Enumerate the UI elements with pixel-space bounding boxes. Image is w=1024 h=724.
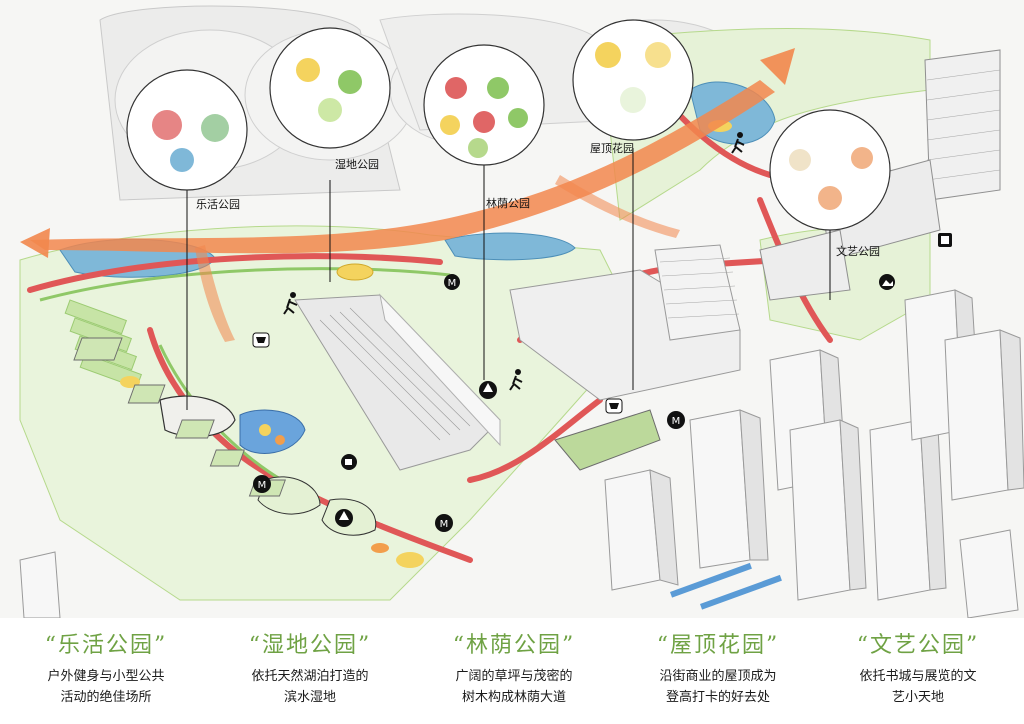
- caption-line: 户外健身与小型公共: [47, 669, 165, 684]
- callout-label-shidi: 湿地公园: [335, 158, 379, 171]
- callout-label-wenyi: 文艺公园: [836, 245, 880, 258]
- flow-arrow: [20, 48, 795, 342]
- caption-title: “文艺公园”: [856, 633, 980, 658]
- caption-shidi: “湿地公园” 依托天然湖泊打造的 滨水湿地: [208, 632, 412, 708]
- caption-title: “乐活公园”: [44, 633, 168, 658]
- gallery-icon: [879, 274, 895, 290]
- caption-strip: “乐活公园” 户外健身与小型公共 活动的绝佳场所 “湿地公园” 依托天然湖泊打造…: [0, 618, 1024, 724]
- callout-leaders: [186, 148, 831, 410]
- caption-title: “屋顶花园”: [656, 633, 780, 658]
- caption-line: 登高打卡的好去处: [665, 690, 770, 705]
- caption-lehuo: “乐活公园” 户外健身与小型公共 活动的绝佳场所: [4, 632, 208, 708]
- metro-icon: M: [444, 274, 460, 290]
- tree-icon: [479, 381, 497, 399]
- caption-line: 沿街商业的屋顶成为: [659, 669, 777, 684]
- svg-text:M: M: [448, 278, 457, 289]
- central-lake: [444, 232, 576, 261]
- callout-bubbles: [126, 19, 891, 231]
- caption-line: 滨水湿地: [283, 690, 336, 705]
- metro-icon: M: [435, 514, 453, 532]
- shopping-cart-icon: [252, 332, 270, 348]
- shopping-cart-icon: [605, 398, 623, 414]
- svg-text:M: M: [440, 519, 449, 530]
- caption-wuding: “屋顶花园” 沿街商业的屋顶成为 登高打卡的好去处: [616, 632, 820, 708]
- metro-icon: M: [253, 475, 271, 493]
- caption-line: 树木构成林荫大道: [461, 690, 566, 705]
- tree-icon: [335, 509, 353, 527]
- caption-line: 艺小天地: [891, 690, 944, 705]
- caption-title: “林荫公园”: [452, 633, 576, 658]
- svg-text:M: M: [258, 480, 267, 491]
- callout-label-lehuo: 乐活公园: [196, 198, 240, 211]
- commercial-buildings: [509, 244, 741, 471]
- caption-line: 依托书城与展览的文: [859, 669, 977, 684]
- caption-title: “湿地公园”: [248, 633, 372, 658]
- plaza-elements: [120, 120, 732, 568]
- metro-icon: M: [667, 411, 685, 429]
- book-icon: [938, 233, 952, 247]
- runner-icon: [509, 369, 523, 391]
- runner-icon: [283, 292, 298, 315]
- callout-label-linyin: 林荫公园: [486, 197, 530, 210]
- parking-strips: [669, 562, 782, 610]
- caption-line: 活动的绝佳场所: [60, 690, 152, 705]
- svg-text:M: M: [672, 416, 681, 427]
- caption-line: 广阔的草坪与茂密的: [455, 669, 573, 684]
- cafe-icon: [341, 454, 357, 470]
- callout-label-wuding: 屋顶花园: [590, 142, 634, 155]
- caption-line: 依托天然湖泊打造的: [251, 669, 369, 684]
- caption-wenyi: “文艺公园” 依托书城与展览的文 艺小天地: [816, 632, 1020, 708]
- residential-towers: [19, 289, 1024, 618]
- caption-linyin: “林荫公园” 广阔的草坪与茂密的 树木构成林荫大道: [412, 632, 616, 708]
- central-building: [294, 293, 501, 471]
- runner-icon: [731, 132, 745, 154]
- axonometric-site-plan: M M M M: [0, 0, 1024, 618]
